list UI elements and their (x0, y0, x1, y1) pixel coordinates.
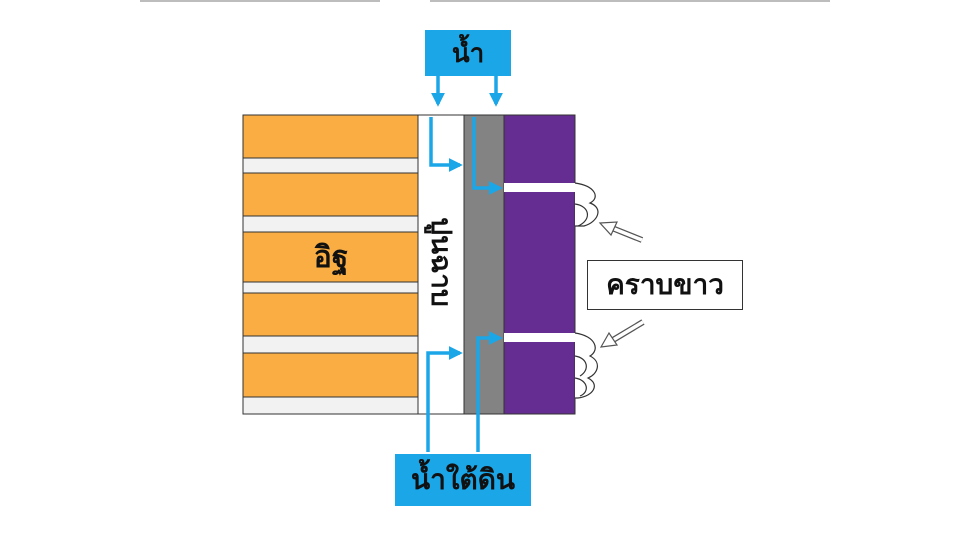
pointer-arrow-upper (598, 221, 644, 243)
efflorescence-label: คราบขาว (587, 260, 743, 310)
brick-row (242, 172, 419, 217)
pointer-arrow-lower (599, 319, 645, 348)
groundwater-label: น้ำใต้ดิน (395, 454, 531, 506)
groundwater-path-grey (476, 331, 503, 452)
brick-row (242, 352, 419, 398)
brick-label: อิฐ (313, 239, 349, 275)
crack-lower (504, 333, 575, 342)
water-path-plaster (429, 117, 463, 172)
paint-layer (503, 114, 576, 415)
brick-row (242, 231, 419, 283)
groundwater-path-plaster (426, 346, 463, 452)
brick-row (242, 114, 419, 159)
crack-upper (504, 183, 575, 192)
brick-wall (242, 114, 419, 415)
water-label: น้ำ (425, 30, 511, 76)
efflorescence-deposit-upper (574, 182, 599, 227)
water-path-grey (472, 117, 503, 195)
water-flow-arrows-top (429, 76, 503, 195)
paint-layer-body (503, 114, 576, 415)
efflorescence-deposit-lower (574, 332, 598, 399)
water-flow-arrows-bottom (426, 331, 503, 452)
brick-row (242, 292, 419, 337)
plaster-label: ปูนฉาบ (425, 217, 458, 307)
grey-layer (463, 114, 505, 415)
top-edge-line-left (140, 0, 380, 2)
top-edge-line-right (430, 0, 830, 2)
